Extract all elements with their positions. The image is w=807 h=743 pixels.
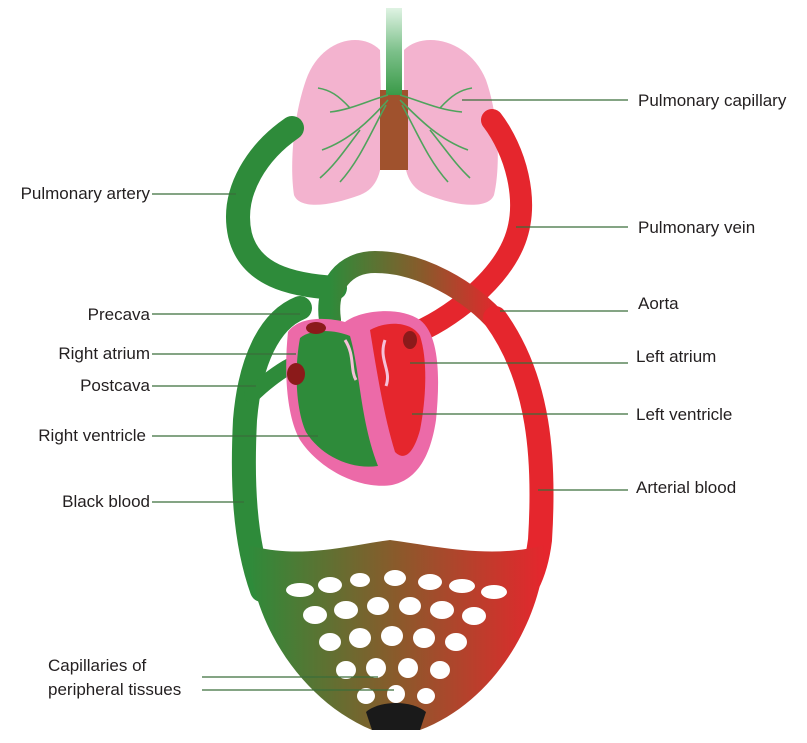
labels: Pulmonary capillary Pulmonary artery Pul… (21, 91, 787, 699)
label-right-ventricle: Right ventricle (38, 426, 146, 445)
precava-opening (306, 322, 326, 334)
heart-valves (343, 339, 389, 387)
label-aorta: Aorta (638, 294, 679, 313)
right-heart-chambers (296, 331, 378, 467)
label-arterial-blood: Arterial blood (636, 478, 736, 497)
vena-cava-vessel (231, 296, 312, 602)
label-pulmonary-vein: Pulmonary vein (638, 218, 755, 237)
trachea (386, 8, 402, 95)
bronchial-tree (317, 87, 473, 183)
pulmonary-artery-vessel (226, 116, 347, 300)
leader-lines (152, 99, 628, 691)
label-postcava: Postcava (80, 376, 150, 395)
label-left-atrium: Left atrium (636, 347, 716, 366)
label-precava: Precava (88, 305, 151, 324)
capillary-gaps (286, 570, 507, 704)
peripheral-capillary-bed (248, 540, 545, 730)
label-capillaries-line1: Capillaries of (48, 656, 147, 675)
pulmonary-vein-opening (403, 331, 417, 349)
capillary-bed-base (366, 703, 426, 730)
label-left-ventricle: Left ventricle (636, 405, 732, 424)
label-pulmonary-artery: Pulmonary artery (21, 184, 151, 203)
label-right-atrium: Right atrium (58, 344, 150, 363)
pulmonary-vein-vessel (399, 109, 532, 346)
heart (286, 311, 439, 486)
label-pulmonary-capillary: Pulmonary capillary (638, 91, 787, 110)
label-black-blood: Black blood (62, 492, 150, 511)
right-lung (404, 40, 498, 205)
left-lung (292, 40, 382, 205)
bronchial-tissue (380, 90, 408, 170)
postcava-opening (287, 363, 305, 385)
label-capillaries-line2: peripheral tissues (48, 680, 181, 699)
aortic-arch (318, 250, 511, 336)
lungs (292, 8, 498, 205)
